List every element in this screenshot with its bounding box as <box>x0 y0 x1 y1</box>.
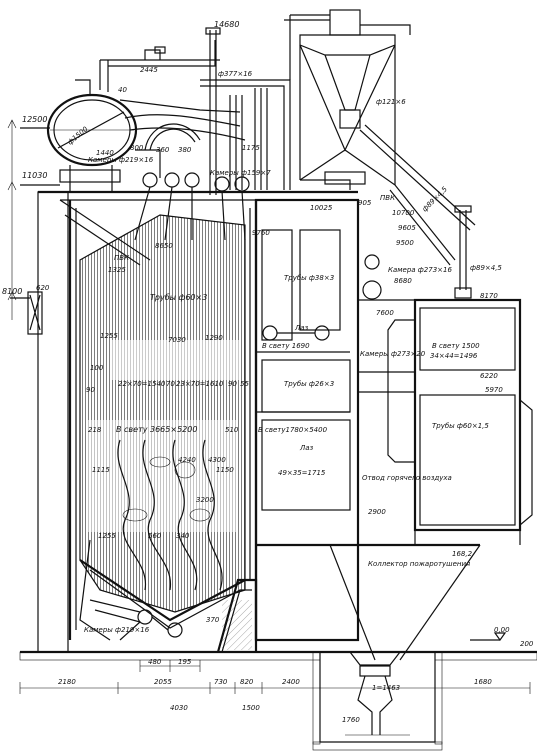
label-elev-11030: 11030 <box>22 171 47 180</box>
label-2180: 2180 <box>58 678 76 686</box>
label-kamery-219: Камеры ф219×16 <box>88 156 154 164</box>
label-7030: 7030 <box>168 336 186 344</box>
label-34x44: 34×44=1496 <box>430 352 478 360</box>
label-90b: 90 <box>228 380 237 388</box>
label-laz-mid: Лаз <box>299 444 314 452</box>
label-d1500: ф1500 <box>66 125 90 147</box>
label-1463: 1=1463 <box>372 684 400 692</box>
label-370: 370 <box>206 616 220 624</box>
cyclone-separator <box>284 9 476 299</box>
label-100: 100 <box>90 364 104 372</box>
label-kamera-273: Камера ф273×16 <box>388 266 452 274</box>
label-510: 510 <box>225 426 239 434</box>
label-6220: 6220 <box>480 372 498 380</box>
label-1440: 1440 <box>96 149 114 157</box>
label-560: 560 <box>148 532 162 540</box>
label-v-svetu-1690: В свету 1690 <box>262 342 310 350</box>
label-laz-top: Лаз <box>294 324 309 332</box>
label-elev-14680: 14680 <box>214 20 239 29</box>
label-23x70: 23×70=1610 <box>176 380 224 388</box>
label-000: 0,00 <box>494 626 510 634</box>
label-1175: 1175 <box>242 144 260 152</box>
label-730: 730 <box>214 678 228 686</box>
label-620: 620 <box>36 284 50 292</box>
label-1255a: 1255 <box>100 332 118 340</box>
foundation <box>19 650 537 751</box>
label-820: 820 <box>240 678 254 686</box>
label-elev-12500: 12500 <box>22 115 47 124</box>
label-d377: ф377×16 <box>218 70 253 78</box>
label-340: 340 <box>176 532 190 540</box>
label-8650: 8650 <box>155 242 173 250</box>
label-kamery-273x20: Камеры ф273×20 <box>360 350 426 358</box>
label-8680: 8680 <box>394 277 412 285</box>
label-4300: 4300 <box>208 456 226 464</box>
label-v-svetu-1780: В свету1780×5400 <box>258 426 328 434</box>
label-195: 195 <box>178 658 192 666</box>
label-360: 360 <box>156 146 170 154</box>
label-905: 905 <box>358 199 372 207</box>
label-1290: 1290 <box>205 334 223 342</box>
label-218: 218 <box>88 426 102 434</box>
label-d121: ф121×6 <box>376 98 406 106</box>
air-heater <box>358 298 533 545</box>
label-pvk-left: ПВК <box>114 254 130 262</box>
label-200: 200 <box>520 640 534 648</box>
label-9760: 9760 <box>252 229 270 237</box>
label-1760: 1760 <box>342 716 360 724</box>
label-v-svetu-1500: В свету 1500 <box>432 342 480 350</box>
label-2445: 2445 <box>140 66 158 74</box>
furnace-tube-panel <box>59 199 246 641</box>
label-truby-26: Трубы ф26×3 <box>284 380 334 388</box>
label-1115: 1115 <box>92 466 110 474</box>
label-49x35: 49×35=1715 <box>278 469 326 477</box>
headers-row <box>134 172 250 241</box>
label-2900: 2900 <box>368 508 386 516</box>
label-90: 90 <box>86 386 95 394</box>
label-9500: 9500 <box>396 239 414 247</box>
label-kamery-219b: Камеры ф219×16 <box>84 626 150 634</box>
label-55: 55 <box>240 380 249 388</box>
label-1682: 168,2 <box>452 550 473 558</box>
label-pvk-top: ПВК <box>380 194 396 202</box>
label-v-svetu-3665: В свету 3665×5200 <box>116 425 197 434</box>
label-10700: 10700 <box>392 209 415 217</box>
label-40: 40 <box>118 86 127 94</box>
label-480: 480 <box>148 658 162 666</box>
label-1325: 1325 <box>108 266 126 274</box>
label-800: 800 <box>130 144 144 152</box>
label-9605: 9605 <box>398 224 416 232</box>
label-2400: 2400 <box>282 678 300 686</box>
label-5970: 5970 <box>485 386 503 394</box>
label-8170: 8170 <box>480 292 498 300</box>
label-1500b: 1500 <box>242 704 260 712</box>
label-380: 380 <box>178 146 192 154</box>
label-truby-60x15: Трубы ф60×1,5 <box>432 422 489 430</box>
label-70: 70 <box>166 380 175 388</box>
label-1255b: 1255 <box>98 532 116 540</box>
annotations: 14680 ф377×16 2445 12500 11030 ф1500 144… <box>2 20 534 724</box>
label-1150: 1150 <box>216 466 234 474</box>
label-kamery-159: Камеры ф159×7 <box>210 169 271 177</box>
label-otvod: Отвод горячего воздуха <box>362 474 452 482</box>
label-d89-mid: ф89×4,5 <box>470 264 502 272</box>
label-truby-60: Трубы ф60×3 <box>150 293 207 302</box>
label-7600: 7600 <box>376 309 394 317</box>
boiler-drum <box>46 27 291 195</box>
label-kollektor: Коллектор пожаротушения <box>368 560 470 568</box>
label-3200: 3200 <box>196 496 214 504</box>
bottom-headers <box>89 578 258 653</box>
dimension-lines <box>7 119 531 694</box>
label-1680: 1680 <box>474 678 492 686</box>
label-2055: 2055 <box>154 678 172 686</box>
label-4030: 4030 <box>170 704 188 712</box>
label-truby-38: Трубы ф38×3 <box>284 274 334 282</box>
label-22x70: 22×70=1540 <box>118 380 166 388</box>
label-4240: 4240 <box>178 456 196 464</box>
label-8100: 8100 <box>2 287 22 296</box>
label-10025: 10025 <box>310 204 333 212</box>
